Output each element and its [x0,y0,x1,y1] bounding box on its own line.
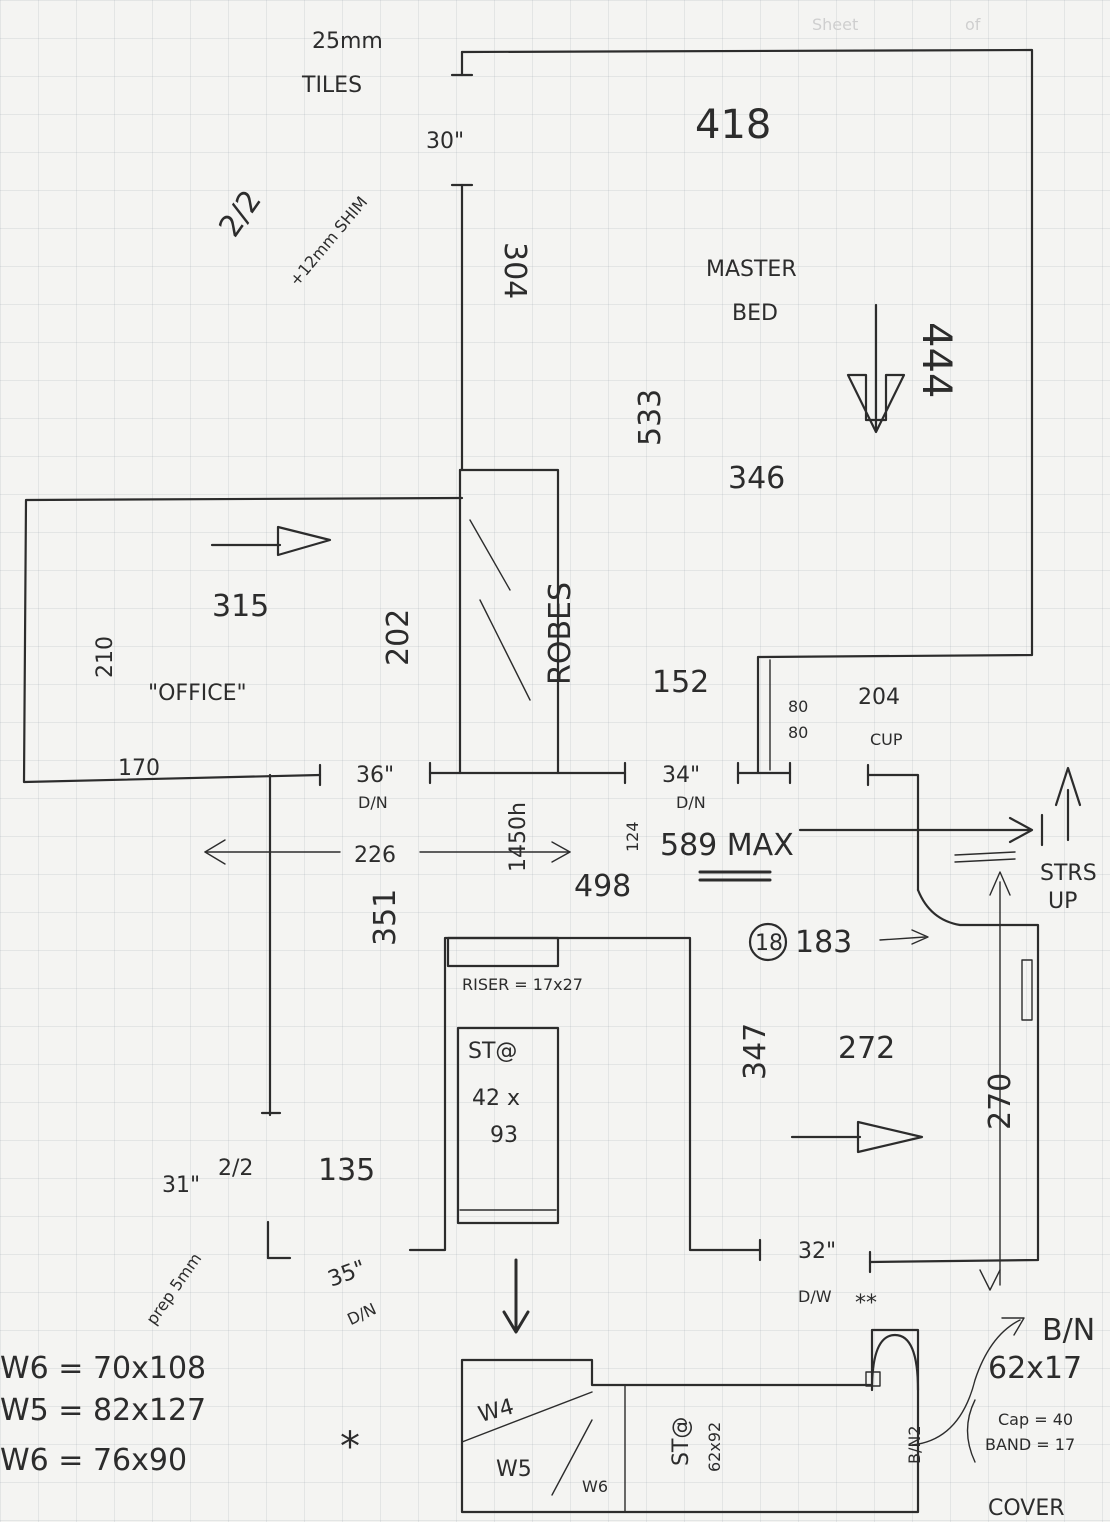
bn-callout-arrow [911,1317,1025,1463]
robes-label: ROBES [543,582,578,685]
two-two-note: 2/2 [212,184,268,244]
hall-dim-226: 226 [354,843,396,868]
stairs-label-1: STRS [1040,861,1097,886]
closet-st-dims: 62x92 [705,1422,724,1472]
shower-tray-dims-2: 93 [490,1123,518,1148]
master-dim-533: 533 [633,389,668,446]
master-dim-304: 304 [497,242,532,299]
room2-dim-272: 272 [838,1031,895,1066]
hall-dim-351: 351 [368,889,403,946]
hall-dim-498: 498 [574,869,631,904]
dim-183-arrow [879,929,929,945]
labels: 25mm TILES 30" 2/2 +12mm SHIM 418 MASTER… [0,29,1097,1521]
office-label: "OFFICE" [148,681,247,706]
hall-dim-80b: 80 [788,723,808,742]
shower-tray-label: ST@ [468,1039,517,1064]
office-walls [22,496,464,1117]
closet-walls [460,1328,920,1514]
door-31-type: 2/2 [218,1156,253,1181]
stairs-up-arrow-icon [1054,766,1082,842]
bn-callout-dims: 62x17 [988,1351,1082,1386]
bathroom-walls [266,936,762,1262]
hall-max-label: 589 MAX [660,828,794,863]
door-31-width: 31" [162,1173,200,1198]
arrow-right-icon [790,1120,924,1154]
step-count: 18 [755,931,783,956]
of-label: of [965,15,981,34]
hall-cup-label: CUP [870,730,903,749]
door-36-type: D/N [358,793,388,812]
master-bedroom-walls [450,48,1034,774]
bn-callout-band: BAND = 17 [985,1435,1075,1454]
closet-w5: W5 [496,1457,532,1482]
arrow-right-icon [210,525,332,557]
master-label-1: MASTER [706,257,797,282]
asterisk-note: * [340,1424,360,1470]
top-door-width: 30" [426,129,464,154]
window-w6-size: W6 = 76x90 [0,1443,187,1478]
door-35-type: D/N [344,1299,379,1329]
bn-callout-label: B/N [1042,1313,1095,1348]
stairs-dim-183: 183 [795,925,852,960]
hall-dim-152: 152 [652,665,709,700]
hall-dim-80a: 80 [788,697,808,716]
arrow-down-icon [846,303,906,434]
bath-dim-135: 135 [318,1153,375,1188]
riser-note: RISER = 17x27 [462,975,583,994]
door-36-width: 36" [356,763,394,788]
shim-note: +12mm SHIM [286,193,372,290]
tile-thickness-note: 25mm [312,29,383,54]
closet-st-label: ST@ [669,1417,694,1466]
hall-walls [428,761,1040,1274]
hall-dim-124: 124 [623,821,642,852]
hall-dim-204: 204 [858,685,900,710]
bn-callout-cap: Cap = 40 [998,1410,1073,1429]
hall-width-arrow [204,839,571,865]
room2-stars: ** [855,1291,877,1316]
window-w5-size: W5 = 82x127 [0,1393,206,1428]
max-dimension-arrow [698,813,1044,882]
step-count-circle [748,922,788,962]
hall-dim-1450: 1450h [506,802,531,872]
robes-block [458,468,560,775]
shower-tray-dims-1: 42 x [472,1086,520,1111]
prep-note: prep 5mm [142,1249,205,1328]
master-label-2: BED [732,301,778,326]
office-dim-170: 170 [118,756,160,781]
sheet-label: Sheet [812,15,858,34]
closet-w6: W6 [582,1477,608,1496]
master-width-label: 418 [695,102,771,148]
door-32-type: D/W [798,1287,832,1306]
stairs-label-2: UP [1048,889,1077,914]
window-w4-size: W6 = 70x108 [0,1351,206,1386]
room2-dim-270: 270 [983,1073,1018,1130]
room2-dim-347: 347 [738,1023,773,1080]
bn-callout-cover: COVER [988,1496,1065,1521]
master-depth-label: 444 [913,322,959,398]
office-dim-202: 202 [381,609,416,666]
tile-label: TILES [301,73,362,98]
master-dim-346: 346 [728,461,785,496]
office-width-label: 315 [212,589,269,624]
door-35-width: 35" [325,1256,369,1293]
office-depth-210: 210 [93,636,118,678]
arrow-down-icon [502,1258,530,1334]
door-32-width: 32" [798,1239,836,1264]
door-34-width: 34" [662,763,700,788]
stairs-marks [954,851,1033,1291]
closet-bin-label: B/N2 [905,1425,924,1464]
door-34-type: D/N [676,793,706,812]
